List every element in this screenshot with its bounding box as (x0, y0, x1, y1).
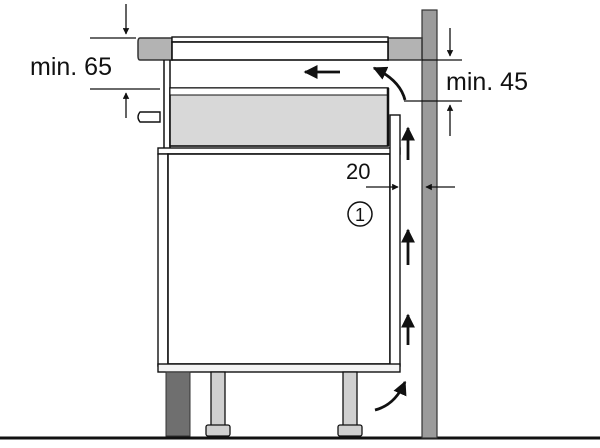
hob-body (169, 87, 389, 147)
cabinet-top-rail (157, 147, 401, 155)
worktop-left (137, 37, 173, 61)
airflow-arrows (303, 65, 415, 412)
dimension-top-clearance (90, 4, 160, 118)
cabinet-front-panel (157, 153, 169, 367)
label-gap-width: 20 (346, 159, 370, 184)
label-top-clearance: min. 65 (30, 53, 112, 81)
cabinet-leg-right (337, 371, 363, 437)
cabinet-rear-panel (389, 114, 401, 367)
plinth (165, 371, 191, 437)
callout-circle (347, 201, 373, 227)
hob-frame (171, 41, 389, 61)
rear-wall (421, 9, 438, 439)
callout-number: 1 (355, 205, 365, 225)
cabinet-leg-left (205, 371, 231, 437)
cabinet-body (167, 153, 391, 365)
side-knob (137, 111, 161, 123)
label-rear-clearance: min. 45 (446, 68, 528, 96)
worktop-right (387, 37, 423, 61)
dimension-rear-clearance (404, 28, 462, 136)
cabinet-base (157, 363, 401, 373)
hob-body-highlight (169, 87, 389, 96)
